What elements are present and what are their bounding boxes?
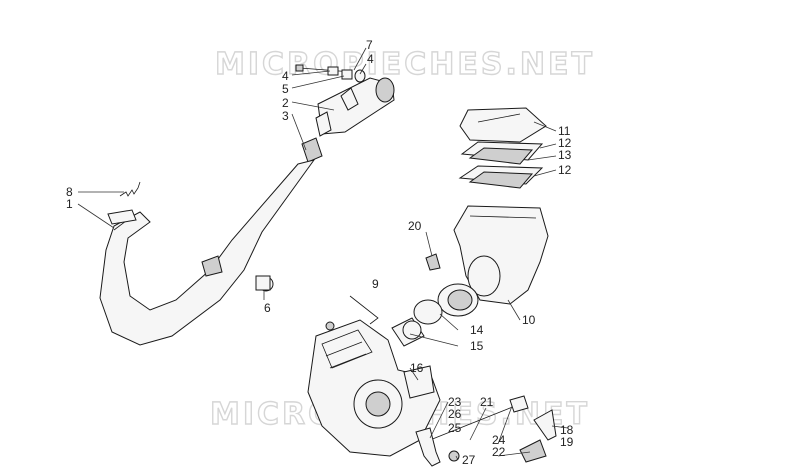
callout-9: 9 [372, 277, 379, 291]
callout-22: 22 [492, 445, 506, 459]
kickstart-shaft [415, 395, 529, 467]
kickstart-lever [519, 409, 557, 463]
callout-4-right: 4 [367, 52, 374, 66]
callout-7: 7 [366, 38, 373, 52]
watermark-top: MICROPIECHES.NET [215, 47, 595, 82]
callout-12-lower: 12 [558, 163, 572, 177]
callout-5: 5 [282, 82, 289, 96]
leader-lines [77, 47, 569, 461]
exhaust-bushing [255, 275, 274, 292]
callout-23: 23 [448, 395, 462, 409]
intake-clamp [425, 253, 441, 271]
callout-25: 25 [448, 421, 462, 435]
callout-1: 1 [66, 197, 73, 211]
engine-block [307, 319, 441, 457]
callout-6: 6 [264, 301, 271, 315]
callout-4-left: 4 [282, 69, 289, 83]
callout-12-upper: 12 [558, 136, 572, 150]
callout-2: 2 [282, 96, 289, 110]
silencer-bolt [295, 64, 366, 83]
callout-20: 20 [408, 219, 422, 233]
callout-26: 26 [448, 407, 462, 421]
carburettor [391, 317, 425, 347]
callout-16: 16 [410, 361, 424, 375]
callout-24: 24 [492, 433, 506, 447]
callout-27: 27 [462, 453, 476, 467]
callout-8: 8 [66, 185, 73, 199]
exhaust-spring [119, 181, 141, 197]
callout-14: 14 [470, 323, 484, 337]
rubber-coupler [301, 137, 323, 163]
callout-21: 21 [480, 395, 494, 409]
callout-11: 11 [558, 124, 571, 138]
callout-15: 15 [470, 339, 484, 353]
allen-key [349, 295, 379, 325]
callout-3: 3 [282, 109, 289, 123]
callout-19: 19 [560, 435, 574, 449]
callout-13: 13 [558, 148, 572, 162]
air-box [453, 205, 549, 305]
intake-rubber [413, 283, 479, 325]
callout-10: 10 [522, 313, 536, 327]
air-filter-cover [459, 107, 547, 143]
filter-element-lower [458, 165, 544, 189]
exhaust-pipe [99, 159, 316, 346]
filter-element-upper [460, 141, 544, 165]
callout-18: 18 [560, 423, 574, 437]
silencer [315, 77, 395, 137]
